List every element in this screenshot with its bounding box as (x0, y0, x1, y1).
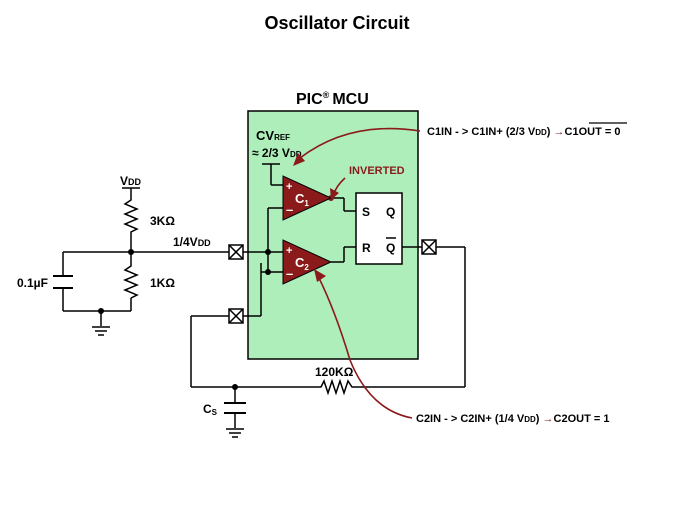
c2-plus-sign: + (286, 245, 292, 257)
inverted-label: INVERTED (349, 165, 405, 177)
annotation-c1: C1IN - > C1IN+ (2/3 VDD) →C1OUT = 0 (427, 126, 620, 138)
comparator-c2-label: C2 (295, 255, 309, 272)
c1-plus-sign: + (286, 181, 292, 193)
resistor-feedback-label: 120KΩ (315, 365, 354, 379)
arrowheads (293, 153, 339, 282)
resistor-top (123, 197, 139, 234)
junction-dot (265, 269, 271, 275)
cvref-ratio-label: ≈ 2/3 VDD (252, 146, 302, 160)
junction-dot (232, 384, 238, 390)
resistor-feedback (318, 378, 355, 396)
ground-icon (92, 326, 110, 336)
capacitor-cs (224, 402, 246, 414)
cvref-label: CVREF (256, 128, 290, 143)
pin-icon (228, 244, 244, 260)
quarter-vdd-label: 1/4VDD (173, 235, 211, 249)
circuit-wires (62, 163, 466, 428)
latch-s-label: S (362, 205, 370, 219)
annotation-c2: C2IN - > C2IN+ (1/4 VDD) →C2OUT = 1 (416, 413, 609, 425)
comparator-c1-label: C1 (295, 191, 309, 208)
capacitor-cs-label: CS (203, 402, 218, 417)
junction-dot (265, 249, 271, 255)
page-title: Oscillator Circuit (264, 13, 409, 33)
sr-latch (355, 192, 403, 265)
pin-icon (228, 308, 244, 324)
resistor-bottom (123, 264, 139, 299)
resistor-bottom-label: 1KΩ (150, 276, 175, 290)
arrowhead-inverted (330, 188, 339, 200)
ground-icon (226, 428, 244, 438)
capacitor-left-label: 0.1µF (17, 276, 48, 290)
vdd-label: VDD (120, 174, 142, 188)
arrowhead-c1 (293, 153, 305, 166)
comparator-c1 (282, 175, 333, 221)
junction-dot (128, 249, 134, 255)
latch-q-label: Q (386, 205, 395, 219)
latch-qbar-label: Q (386, 241, 395, 255)
c1-minus-sign: – (286, 202, 293, 217)
mcu-label: PIC®MCU (296, 90, 369, 108)
resistor-top-label: 3KΩ (150, 214, 175, 228)
comparator-c2 (282, 239, 333, 285)
arrowhead-c2 (314, 269, 326, 282)
pin-icon (421, 239, 437, 255)
latch-r-label: R (362, 241, 371, 255)
junction-dot (98, 308, 104, 314)
capacitor-left (53, 275, 73, 289)
c2-minus-sign: – (286, 266, 293, 281)
